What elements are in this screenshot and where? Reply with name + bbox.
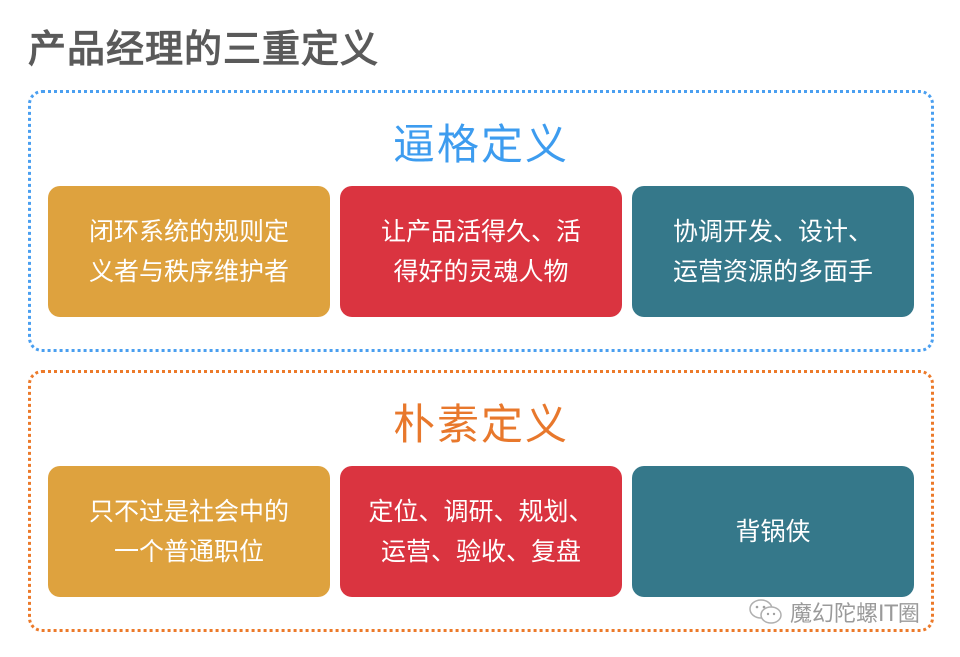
wechat-icon <box>749 599 782 624</box>
page-title: 产品经理的三重定义 <box>28 27 380 71</box>
section-title: 朴素定义 <box>392 400 569 449</box>
definition-card: 让产品活得久、活 得好的灵魂人物 <box>340 186 622 317</box>
definition-card: 背锅侠 <box>632 466 914 597</box>
definition-card: 定位、调研、规划、 运营、验收、复盘 <box>340 466 622 597</box>
section-plain-definition: 朴素定义 只不过是社会中的 一个普通职位 定位、调研、规划、 运营、验收、复盘 … <box>28 370 934 632</box>
card-line: 一个普通职位 <box>113 536 264 566</box>
card-line: 运营资源的多面手 <box>672 256 873 286</box>
definition-card: 只不过是社会中的 一个普通职位 <box>48 466 330 597</box>
card-line: 背锅侠 <box>735 516 811 546</box>
watermark: 魔幻陀螺IT圈 <box>748 596 920 628</box>
card-line: 协调开发、设计、 <box>672 216 873 246</box>
card-line: 义者与秩序维护者 <box>88 256 289 286</box>
section-title: 逼格定义 <box>392 120 569 169</box>
card-line: 得好的灵魂人物 <box>393 256 569 286</box>
card-line: 让产品活得久、活 <box>380 216 581 246</box>
card-line: 只不过是社会中的 <box>88 496 289 526</box>
card-line: 运营、验收、复盘 <box>380 536 581 566</box>
card-line: 闭环系统的规则定 <box>88 216 289 246</box>
watermark-text: 魔幻陀螺IT圈 <box>790 602 920 627</box>
definition-card: 协调开发、设计、 运营资源的多面手 <box>632 186 914 317</box>
definition-card: 闭环系统的规则定 义者与秩序维护者 <box>48 186 330 317</box>
card-line: 定位、调研、规划、 <box>368 496 594 526</box>
section-fancy-definition: 逼格定义 闭环系统的规则定 义者与秩序维护者 让产品活得久、活 得好的灵魂人物 … <box>28 90 934 352</box>
